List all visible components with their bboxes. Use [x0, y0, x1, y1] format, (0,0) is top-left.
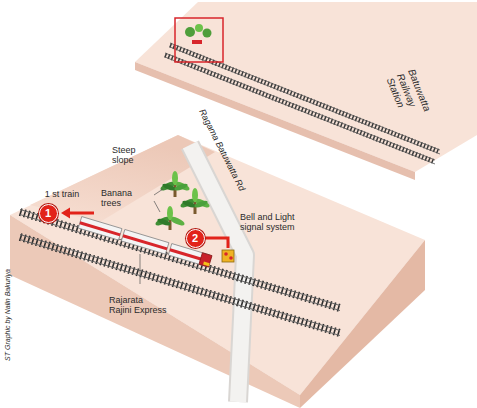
banana-trees	[154, 171, 210, 230]
callout-label: Banana trees	[101, 188, 151, 209]
callout-text: 1	[45, 208, 51, 219]
callout-label: Rajarata Rajini Express	[109, 295, 167, 316]
terrain-block	[10, 135, 425, 408]
direction-arrow	[61, 208, 94, 219]
train	[78, 217, 212, 268]
callout-label: ST Graphic by Nalin Bakuriya	[4, 269, 12, 361]
pointer-line	[205, 238, 228, 248]
leader-lines	[140, 189, 163, 284]
callout-label: 1 st train	[45, 189, 80, 199]
inset-rail	[165, 53, 435, 160]
callout-label: Bell and Light signal system	[240, 212, 304, 233]
railway-tracks	[20, 210, 340, 336]
inset-highlight-box	[175, 18, 223, 62]
callout-number: 2	[186, 229, 205, 248]
callout-text: 2	[192, 233, 198, 244]
inset-trees	[185, 24, 212, 44]
bell-light-signal	[222, 250, 234, 262]
callout-label: Steep slope	[112, 145, 158, 166]
callout-number: 1	[39, 204, 58, 223]
